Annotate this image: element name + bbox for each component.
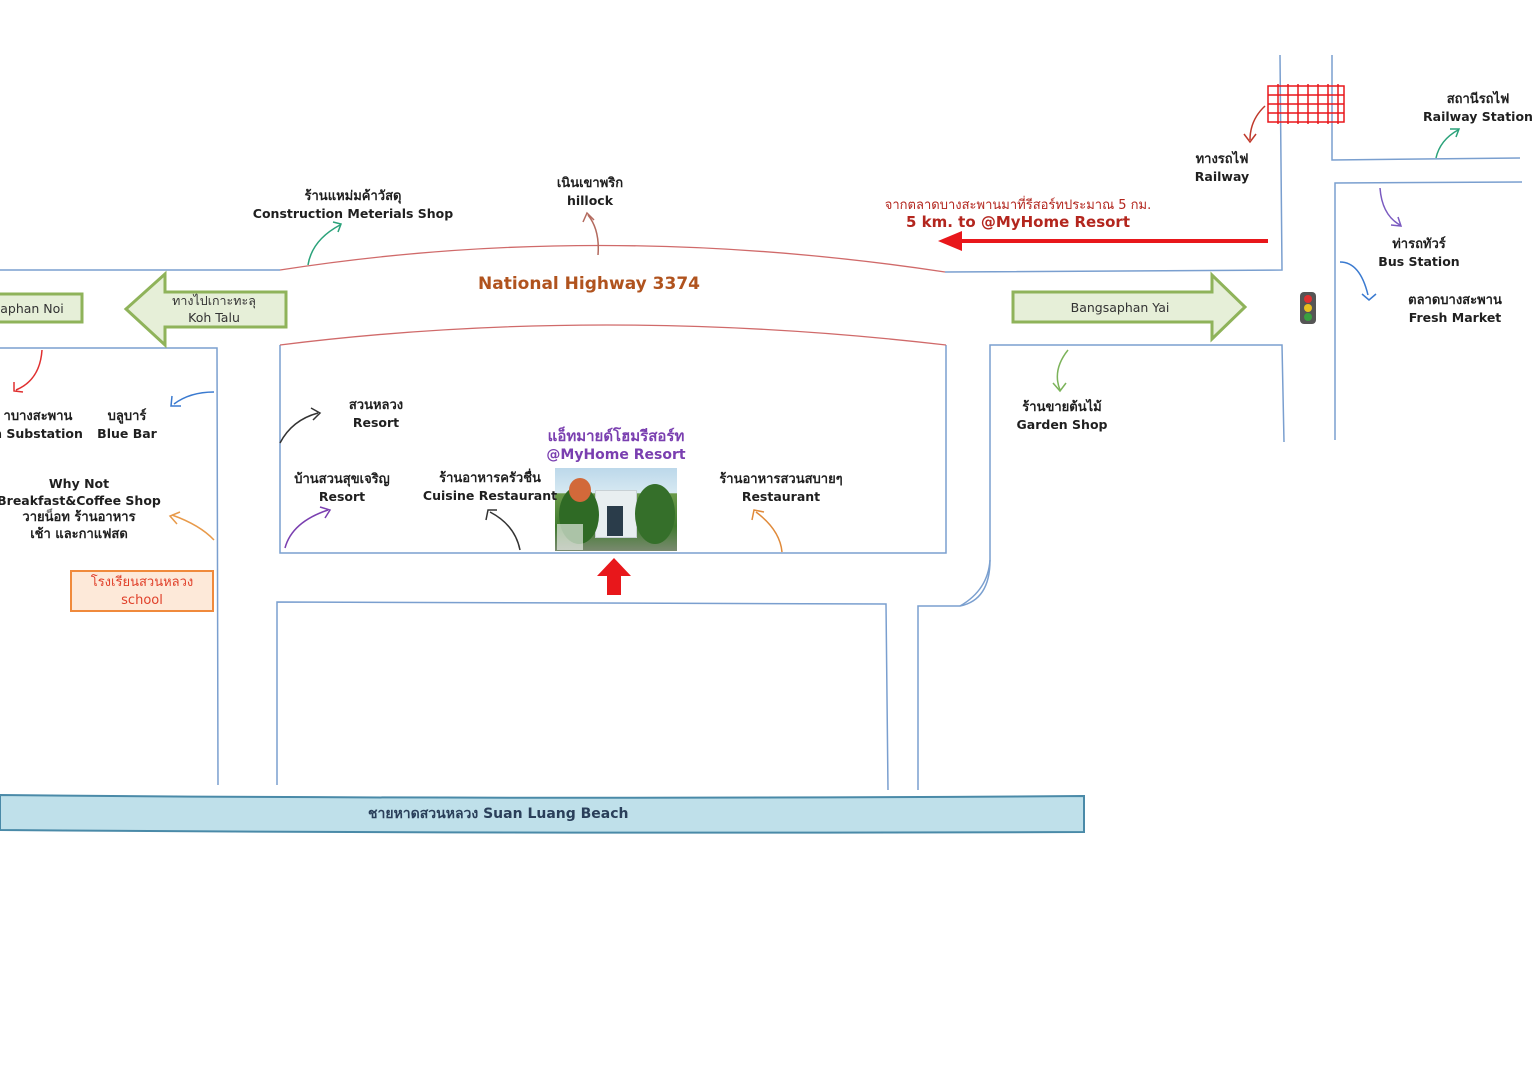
sign-left-arrow-shape <box>123 270 288 349</box>
garden-shop-english: Garden Shop <box>1016 417 1108 432</box>
railway-station-pointer-icon <box>1435 129 1459 159</box>
suk-charoen-resort-label: บ้านสวนสุขเจริญ Resort <box>294 471 390 505</box>
distance-note: จากตลาดบางสะพานมาที่รีสอร์ทประมาณ 5 กม. … <box>885 197 1151 231</box>
sabai-restaurant-label: ร้านอาหารสวนสบายๆ Restaurant <box>719 471 842 505</box>
fresh-market-thai: ตลาดบางสะพาน <box>1408 293 1502 308</box>
construction-thai: ร้านแหม่มค้าวัสดุ <box>304 189 402 204</box>
cuisine-thai: ร้านอาหารครัวชื่น <box>439 471 541 486</box>
cuisine-pointer-icon <box>489 511 521 551</box>
hillock-thai: เนินเขาพริก <box>556 176 624 191</box>
why-not-pointer-icon <box>171 514 215 541</box>
sign-right-text: Bangsaphan Yai <box>1070 300 1170 315</box>
fresh-market-english: Fresh Market <box>1408 310 1502 325</box>
why-not-line1: Why Not <box>48 476 110 491</box>
sign-left-thai: ทางไปเกาะทะลุ <box>172 293 256 308</box>
suk-charoen-thai: บ้านสวนสุขเจริญ <box>294 472 390 487</box>
railway-station-english: Railway Station <box>1423 109 1533 124</box>
blue-bar-label: บลูบาร์ Blue Bar <box>97 408 157 442</box>
highway-label: National Highway 3374 <box>478 274 700 294</box>
school-thai: โรงเรียนสวนหลวง <box>90 575 194 590</box>
resort-entrance-arrow-icon <box>597 558 631 595</box>
railway-english: Railway <box>1194 169 1250 184</box>
school-box: โรงเรียนสวนหลวง school <box>70 570 214 612</box>
blue-bar-pointer-icon <box>173 391 215 405</box>
sign-left-edge-text: aphan Noi <box>0 301 64 316</box>
cuisine-restaurant-label: ร้านอาหารครัวชื่น Cuisine Restaurant <box>423 470 557 504</box>
sabai-thai: ร้านอาหารสวนสบายๆ <box>719 472 843 487</box>
road-network <box>0 54 1523 791</box>
suan-luang-pointer-icon <box>279 412 319 444</box>
why-not-label: Why Not Breakfast&Coffee Shop วายน็อท ร้… <box>0 475 161 543</box>
cuisine-english: Cuisine Restaurant <box>422 488 558 503</box>
fresh-market-pointer-icon <box>1339 261 1369 296</box>
pointer-arrows <box>13 105 1461 553</box>
construction-label: ร้านแหม่มค้าวัสดุ Construction Meterials… <box>253 188 453 222</box>
hillock-pointer-icon <box>587 214 600 256</box>
beach-label: ชายหาดสวนหลวง Suan Luang Beach <box>368 806 629 822</box>
resort-photo <box>555 468 677 551</box>
garden-shop-pointer-icon <box>1056 349 1069 391</box>
railway-station-label: สถานีรถไฟ Railway Station <box>1423 91 1533 125</box>
highway-bottom-curb <box>279 324 947 346</box>
hillock-label: เนินเขาพริก hillock <box>557 175 623 209</box>
resort-english: @MyHome Resort <box>546 447 686 463</box>
sign-right-arrow-shape <box>1011 271 1248 343</box>
highway-top-curb <box>279 244 946 273</box>
distance-english: 5 km. to @MyHome Resort <box>905 213 1130 231</box>
suk-charoen-pointer-icon <box>284 509 329 549</box>
why-not-line4: เช้า และกาแฟสด <box>30 527 128 542</box>
suk-charoen-english: Resort <box>318 489 366 504</box>
construction-english: Construction Meterials Shop <box>252 206 454 221</box>
resort-label: แอ็ทมายด์โฮมรีสอร์ท @MyHome Resort <box>546 428 685 464</box>
railway-label: ทางรถไฟ Railway <box>1195 151 1249 185</box>
sign-left-edge-shape <box>0 292 84 324</box>
bus-station-thai: ท่ารถทัวร์ <box>1392 237 1446 252</box>
substation-label: าบางสะพาน n Substation <box>0 408 83 442</box>
bus-station-label: ท่ารถทัวร์ Bus Station <box>1378 236 1459 270</box>
traffic-light-icon <box>1300 292 1316 324</box>
why-not-line2: Breakfast&Coffee Shop <box>0 493 161 508</box>
resort-thai: แอ็ทมายด์โฮมรีสอร์ท <box>547 427 685 445</box>
railway-pointer-icon <box>1249 105 1266 141</box>
distance-thai: จากตลาดบางสะพานมาที่รีสอร์ทประมาณ 5 กม. <box>884 198 1152 213</box>
suan-luang-thai: สวนหลวง <box>348 398 404 413</box>
substation-english: n Substation <box>0 426 83 441</box>
garden-shop-thai: ร้านขายต้นไม้ <box>1022 400 1102 415</box>
construction-pointer-icon <box>307 224 341 266</box>
substation-pointer-icon <box>15 349 43 391</box>
beach-band <box>0 793 1085 834</box>
hillock-english: hillock <box>566 193 614 208</box>
bus-station-pointer-icon <box>1379 187 1401 226</box>
sabai-english: Restaurant <box>741 489 821 504</box>
substation-thai: าบางสะพาน <box>3 409 73 424</box>
distance-arrow-icon <box>938 231 1268 251</box>
school-english: school <box>121 593 163 608</box>
sign-left-text: ทางไปเกาะทะลุ Koh Talu <box>172 292 256 326</box>
fresh-market-label: ตลาดบางสะพาน Fresh Market <box>1408 292 1502 326</box>
blue-bar-thai: บลูบาร์ <box>107 409 147 424</box>
garden-shop-label: ร้านขายต้นไม้ Garden Shop <box>1017 399 1108 433</box>
railway-station-thai: สถานีรถไฟ <box>1446 92 1510 107</box>
bus-station-english: Bus Station <box>1378 254 1460 269</box>
map-pin-icon <box>557 524 583 550</box>
railway-thai: ทางรถไฟ <box>1195 152 1249 167</box>
railway-crossing-icon <box>1267 84 1345 124</box>
suan-luang-resort-label: สวนหลวง Resort <box>349 397 403 431</box>
blue-bar-english: Blue Bar <box>97 426 157 441</box>
sign-left-english: Koh Talu <box>188 310 240 325</box>
sabai-pointer-icon <box>755 511 783 553</box>
suan-luang-english: Resort <box>352 415 400 430</box>
why-not-line3: วายน็อท ร้านอาหาร <box>22 510 136 525</box>
